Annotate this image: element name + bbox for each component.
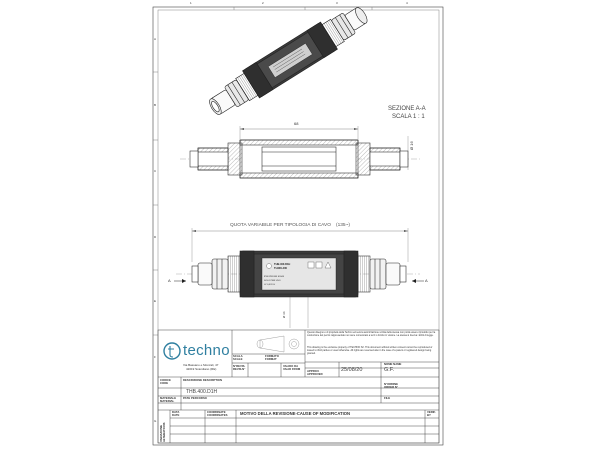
col-number-1: 1: [190, 1, 192, 5]
row-letter-b: B: [154, 103, 157, 107]
file-label: FILE: [384, 396, 391, 400]
row-letter-e: E: [154, 299, 157, 303]
dim-diameter-16: Ø 16: [409, 141, 414, 150]
format-label: FORMATO FORMAT: [265, 354, 279, 361]
section-mark-right: A: [425, 278, 428, 283]
variable-length-value: (135~): [336, 223, 350, 228]
col-number-4: 4: [406, 1, 408, 5]
section-title: SEZIONE A-A: [388, 106, 426, 112]
front-view: [174, 228, 424, 328]
description-label: DESCRIZIONE DESCRIPTION: [183, 378, 223, 382]
row-letter-c: C: [154, 169, 157, 173]
row-letter-f: F: [154, 355, 156, 359]
scale-label: SCALA SCALE: [233, 354, 243, 361]
section-view: [180, 126, 420, 179]
approver-name: G.F.: [384, 367, 395, 373]
approved-label: APPROV. APPROVED: [307, 369, 323, 376]
notice-italian: Questo disegno è di proprietà della Tech…: [307, 331, 436, 337]
product-label-line-2: TH400-400: [274, 267, 287, 270]
company-address-line-2: 42019 Scandiano (RE): [186, 367, 217, 371]
section-scale: SCALA 1 : 1: [392, 114, 425, 120]
row-ticks: [153, 71, 158, 336]
row-letter-d: D: [154, 235, 157, 239]
code-value: THB.400.D1H: [186, 389, 218, 395]
column-ticks: [233, 7, 373, 10]
modification-cause-label: MOTIVO DELLA REVISIONE-CAUSE OF MODIFICA…: [240, 411, 351, 416]
company-logo-text: techno: [183, 342, 230, 359]
order-label: N°ORDINE ORDER N°: [384, 382, 399, 389]
product-label-line-1: THB.400.D1H: [274, 263, 291, 266]
alterations-label: VARIAZIONE ALTERATIONS: [159, 422, 166, 442]
company-address-line-1: Via Bassano e Monzali, 47: [183, 363, 219, 367]
product-label-line-3: IP68 IP69 EN 62444: [264, 276, 284, 278]
row-letter-g: G: [154, 419, 157, 423]
product-label-line-4: SOLO PER USO: [264, 280, 281, 282]
code-label: CODICE CODE: [160, 378, 171, 385]
approval-date: 25/08/20: [341, 367, 363, 373]
isometric-view: [209, 7, 368, 115]
valid-from-label: VALIDO DA VALID FROM: [283, 364, 301, 371]
variable-length-note: QUOTA VARIABILE PER TIPOLOGIA DI CAVO: [230, 223, 331, 228]
col-number-2: 2: [262, 1, 264, 5]
title-block: [157, 329, 440, 444]
notice-english: This drawing is the exclusive property o…: [307, 346, 433, 355]
techno-logo-mark: [163, 342, 181, 360]
material-label: MATERIALE MATERIAL: [160, 396, 177, 403]
path-label: PATH PERCORSO: [183, 396, 207, 400]
col-number-3: 3: [336, 1, 338, 5]
section-mark-left: A: [168, 278, 171, 283]
revision-date-label: DATA DATE: [172, 410, 180, 417]
sheet-border: [152, 6, 444, 446]
coordinates-label: COORDINATE COORDINATES: [207, 410, 228, 417]
verified-by-label: VERIF. BY: [427, 410, 436, 417]
product-label-line-5: LV 0,6/1 kV: [264, 284, 276, 286]
dim-diameter-34: Ø 34: [282, 311, 286, 318]
dim-length-68: 68: [294, 121, 299, 126]
row-letter-a: A: [154, 37, 157, 41]
revision-label: N°REVIS. REVIS.N°: [233, 364, 246, 371]
name-header: NOME NAME: [384, 362, 402, 366]
